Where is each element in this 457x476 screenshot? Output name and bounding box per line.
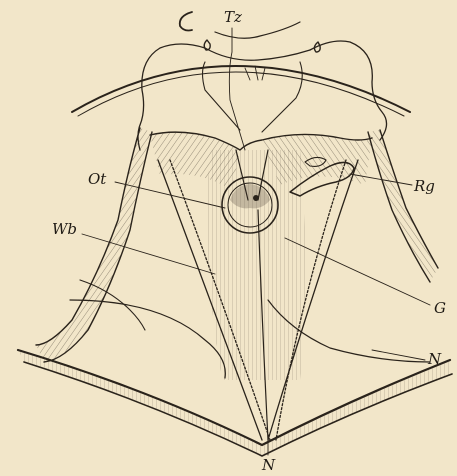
label-g: G [434,299,446,317]
label-ot: Ot [88,170,107,188]
left-outer-strip [36,128,152,362]
top-left-curl [180,12,320,52]
label-wb: Wb [52,220,77,238]
label-rg: Rg [413,177,435,195]
central-band [207,150,305,380]
label-n-bottom: N [261,456,276,474]
label-n-right: N [427,350,442,368]
label-tz: Tz [224,8,242,26]
top-membrane-arc [72,22,410,116]
right-outer-strip [368,130,438,282]
